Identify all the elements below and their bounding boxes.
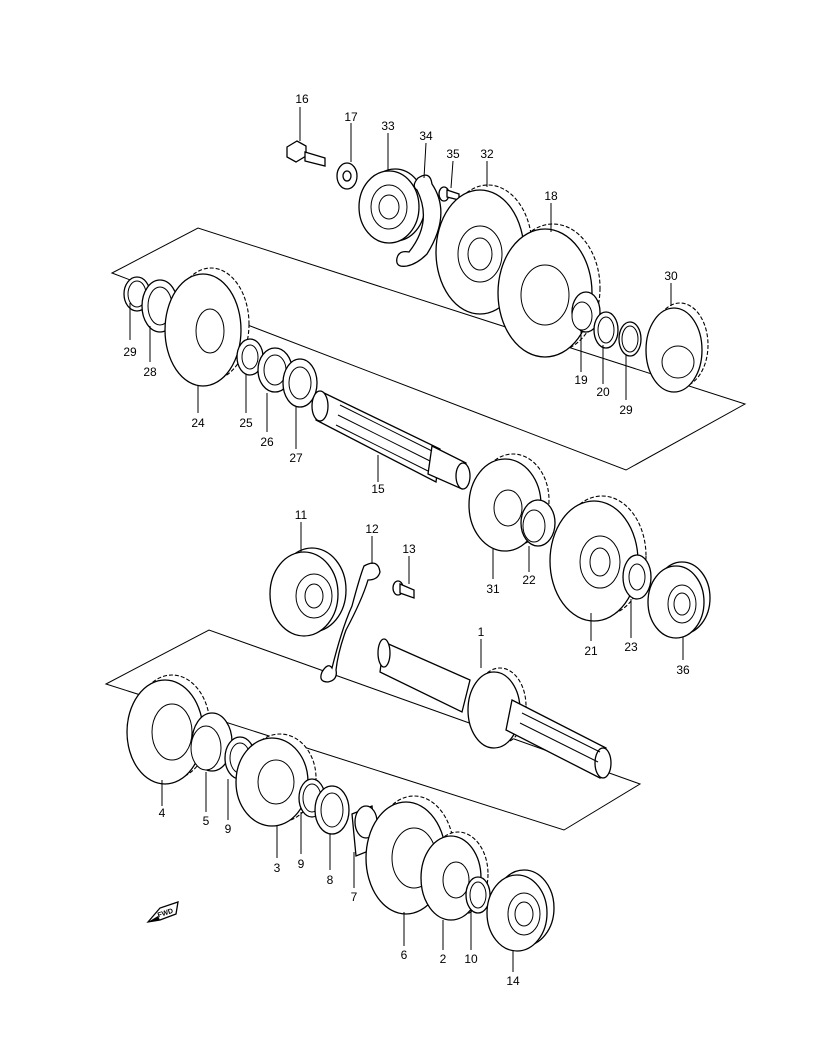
bearing-14[interactable] [486, 869, 555, 972]
bushing-5[interactable] [190, 712, 233, 812]
washer-23[interactable] [622, 554, 652, 638]
callout-15: 15 [371, 482, 385, 496]
callout-6: 6 [401, 948, 408, 962]
gear-24[interactable] [164, 267, 250, 413]
callout-24: 24 [191, 416, 205, 430]
circlip-10[interactable] [465, 876, 491, 950]
callout-labels: 16 17 33 34 35 32 18 30 29 28 24 25 26 2… [123, 92, 690, 988]
callout-25: 25 [239, 416, 253, 430]
screw-13[interactable] [392, 556, 415, 599]
gear-30[interactable] [645, 283, 709, 393]
screw-35[interactable] [438, 160, 460, 202]
circlip-29-left[interactable] [123, 276, 151, 340]
bearing-33[interactable] [358, 133, 426, 244]
callout-4: 4 [159, 806, 166, 820]
mainshaft-group-frame [104, 629, 642, 831]
callout-19: 19 [574, 373, 588, 387]
callout-22: 22 [522, 573, 536, 587]
callout-33: 33 [381, 119, 395, 133]
callout-30: 30 [664, 269, 678, 283]
callout-12: 12 [365, 522, 379, 536]
callout-32: 32 [480, 147, 494, 161]
mainshaft-1[interactable] [377, 638, 612, 779]
callout-9-upper: 9 [225, 822, 232, 836]
circlip-29-right[interactable] [618, 321, 642, 400]
callout-9-lower: 9 [298, 857, 305, 871]
forward-arrow-icon: FWD [146, 901, 179, 923]
bolt-16[interactable] [286, 107, 326, 167]
callout-29-left: 29 [123, 345, 137, 359]
callout-26: 26 [260, 435, 274, 449]
callout-23: 23 [624, 640, 638, 654]
washer-17[interactable] [336, 123, 358, 190]
callout-21: 21 [584, 644, 598, 658]
washer-20[interactable] [593, 311, 619, 384]
callout-29-right: 29 [619, 403, 633, 417]
callout-18: 18 [544, 189, 558, 203]
callout-31: 31 [486, 582, 500, 596]
washer-8[interactable] [314, 785, 350, 870]
callout-13: 13 [402, 542, 416, 556]
callout-3: 3 [274, 861, 281, 875]
callout-34: 34 [419, 129, 433, 143]
bearing-36[interactable] [647, 561, 711, 660]
callout-27: 27 [289, 451, 303, 465]
callout-36: 36 [676, 663, 690, 677]
bushing-22[interactable] [520, 499, 556, 572]
callout-1: 1 [478, 625, 485, 639]
bushing-19[interactable] [571, 291, 601, 372]
countershaft-group-frame [110, 227, 747, 471]
callout-8: 8 [327, 873, 334, 887]
bearing-11[interactable] [269, 522, 347, 637]
callout-16: 16 [295, 92, 309, 106]
retainer-12[interactable] [320, 536, 381, 683]
callout-11: 11 [295, 508, 308, 522]
callout-28: 28 [143, 365, 157, 379]
washer-9-lower[interactable] [298, 778, 326, 854]
callout-10: 10 [464, 952, 478, 966]
callout-7: 7 [351, 890, 358, 904]
callout-35: 35 [446, 147, 460, 161]
retainer-34[interactable] [396, 142, 442, 267]
callout-20: 20 [596, 385, 610, 399]
fwd-badge-text: FWD [157, 908, 174, 920]
callout-17: 17 [344, 110, 358, 124]
countershaft-15[interactable] [311, 390, 471, 490]
callout-14: 14 [506, 974, 520, 988]
washer-27[interactable] [282, 358, 318, 449]
callout-2: 2 [440, 952, 447, 966]
callout-5: 5 [203, 814, 210, 828]
